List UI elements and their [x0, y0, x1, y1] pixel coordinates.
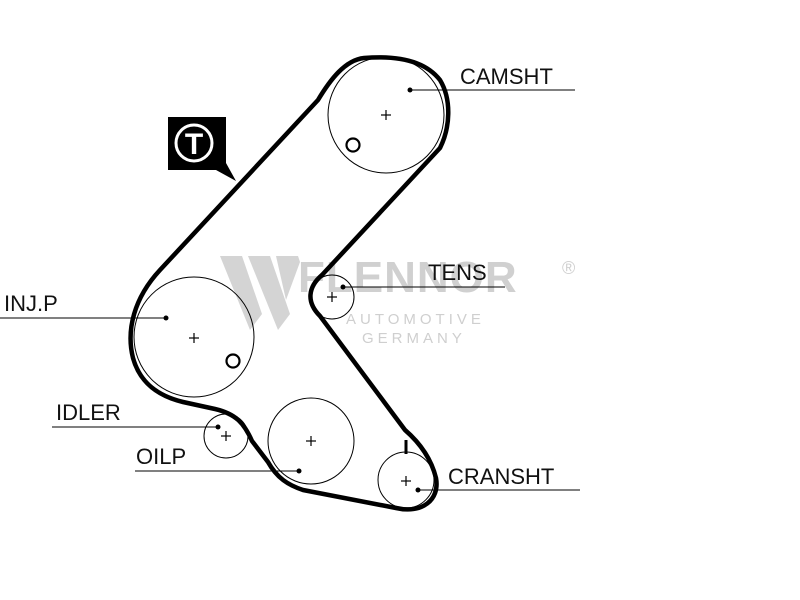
timing-marker-letter: T	[185, 128, 203, 161]
watermark-registered-mark: ®	[562, 258, 575, 278]
oil-pump-leader-dot-icon	[296, 468, 302, 474]
watermark-line2: GERMANY	[362, 330, 466, 347]
crankshaft-label: CRANSHT	[448, 464, 554, 489]
injection-pump-pulley	[133, 276, 255, 398]
idler-centre-icon	[221, 431, 231, 441]
injection-pump-timing-mark-icon	[225, 353, 241, 369]
injection-pump-label: INJ.P	[4, 291, 58, 316]
idler-label: IDLER	[56, 400, 121, 425]
timing-belt	[128, 55, 451, 512]
watermark-logo-icon	[220, 256, 300, 330]
camshaft-centre-icon	[381, 110, 391, 120]
injection-pump-centre-icon	[189, 333, 199, 343]
tensioner-centre-icon	[327, 292, 337, 302]
camshaft-leader-dot-icon	[407, 87, 413, 93]
pulley-centres	[189, 110, 411, 486]
crankshaft-leader-dot-icon	[415, 487, 421, 493]
idler-leader-dot-icon	[215, 424, 221, 430]
tensioner-leader-dot-icon	[340, 284, 346, 290]
tensioner-label: TENS	[428, 260, 487, 285]
watermark: FLENNOR ® AUTOMOTIVE GERMANY	[220, 253, 575, 347]
oil-pump-centre-icon	[306, 436, 316, 446]
crankshaft-centre-icon	[401, 476, 411, 486]
timing-marker-icon: T	[168, 117, 236, 181]
camshaft-label: CAMSHT	[460, 64, 553, 89]
watermark-line1: AUTOMOTIVE	[346, 311, 485, 328]
leader-lines	[0, 87, 580, 493]
injection-pump-leader-dot-icon	[163, 315, 169, 321]
oil-pump-label: OILP	[136, 444, 186, 469]
camshaft-timing-mark-icon	[345, 137, 361, 153]
labels: CAMSHT TENS INJ.P IDLER OILP CRANSHT	[4, 64, 554, 489]
oil-pump-pulley	[267, 397, 355, 485]
